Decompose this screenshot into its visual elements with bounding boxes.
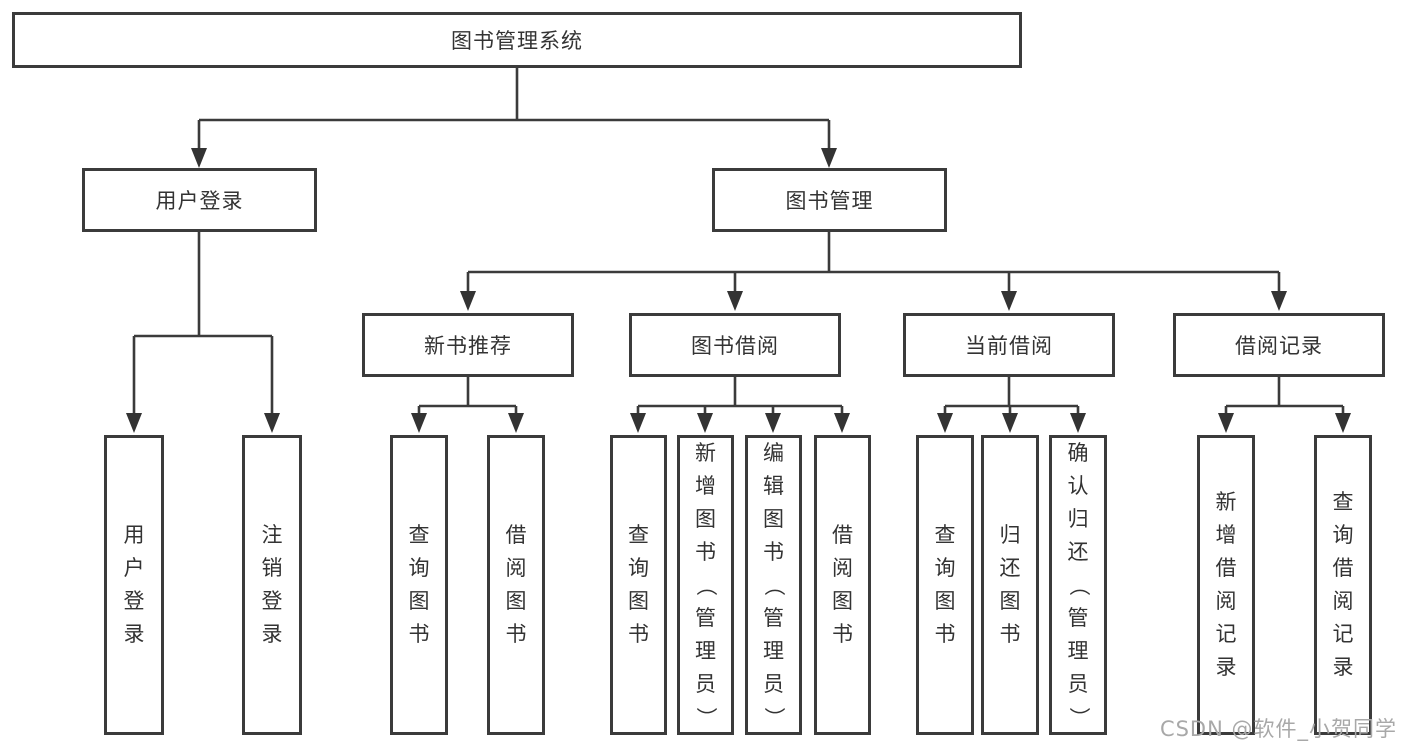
node-leaf-return-book-label: 归还图书	[999, 523, 1021, 646]
node-leaf-add-book-admin-label: 新增图书（管理员）	[694, 440, 718, 728]
node-leaf-query-book-1: 查询图书	[390, 435, 448, 735]
node-leaf-borrow-book-1: 借阅图书	[487, 435, 545, 735]
node-leaf-query-borrow-record: 查询借阅记录	[1314, 435, 1372, 735]
node-user-login: 用户登录	[82, 168, 317, 232]
node-leaf-confirm-return-admin-label: 确认归还（管理员）	[1066, 440, 1091, 728]
node-leaf-query-book-1-label: 查询图书	[408, 523, 430, 646]
node-leaf-query-book-2: 查询图书	[610, 435, 667, 735]
node-leaf-query-book-3-label: 查询图书	[934, 523, 956, 646]
node-root-label: 图书管理系统	[451, 29, 583, 53]
node-leaf-query-borrow-record-label: 查询借阅记录	[1332, 490, 1354, 679]
node-leaf-edit-book-admin: 编辑图书（管理员）	[745, 435, 802, 735]
node-leaf-user-login: 用户登录	[104, 435, 164, 735]
node-new-book-recommend-label: 新书推荐	[424, 334, 512, 358]
node-leaf-borrow-book-2: 借阅图书	[814, 435, 871, 735]
node-current-borrow-label: 当前借阅	[965, 334, 1053, 358]
node-book-management: 图书管理	[712, 168, 947, 232]
node-user-login-label: 用户登录	[155, 189, 244, 213]
node-leaf-logout-label: 注销登录	[261, 523, 283, 646]
node-leaf-borrow-book-2-label: 借阅图书	[832, 523, 853, 646]
node-leaf-add-book-admin: 新增图书（管理员）	[677, 435, 734, 735]
node-leaf-query-book-3: 查询图书	[916, 435, 974, 735]
node-root: 图书管理系统	[12, 12, 1022, 68]
node-leaf-user-login-label: 用户登录	[123, 523, 145, 646]
node-leaf-borrow-book-1-label: 借阅图书	[505, 523, 527, 646]
node-leaf-add-borrow-record: 新增借阅记录	[1197, 435, 1255, 735]
node-leaf-return-book: 归还图书	[981, 435, 1039, 735]
node-book-management-label: 图书管理	[785, 189, 874, 213]
node-leaf-query-book-2-label: 查询图书	[628, 523, 649, 646]
node-leaf-add-borrow-record-label: 新增借阅记录	[1215, 490, 1237, 679]
node-leaf-edit-book-admin-label: 编辑图书（管理员）	[762, 440, 786, 728]
node-leaf-logout: 注销登录	[242, 435, 302, 735]
node-current-borrow: 当前借阅	[903, 313, 1115, 377]
node-book-borrow: 图书借阅	[629, 313, 841, 377]
node-leaf-confirm-return-admin: 确认归还（管理员）	[1049, 435, 1107, 735]
node-borrow-records: 借阅记录	[1173, 313, 1385, 377]
node-new-book-recommend: 新书推荐	[362, 313, 574, 377]
node-borrow-records-label: 借阅记录	[1235, 334, 1323, 358]
node-book-borrow-label: 图书借阅	[691, 334, 779, 358]
